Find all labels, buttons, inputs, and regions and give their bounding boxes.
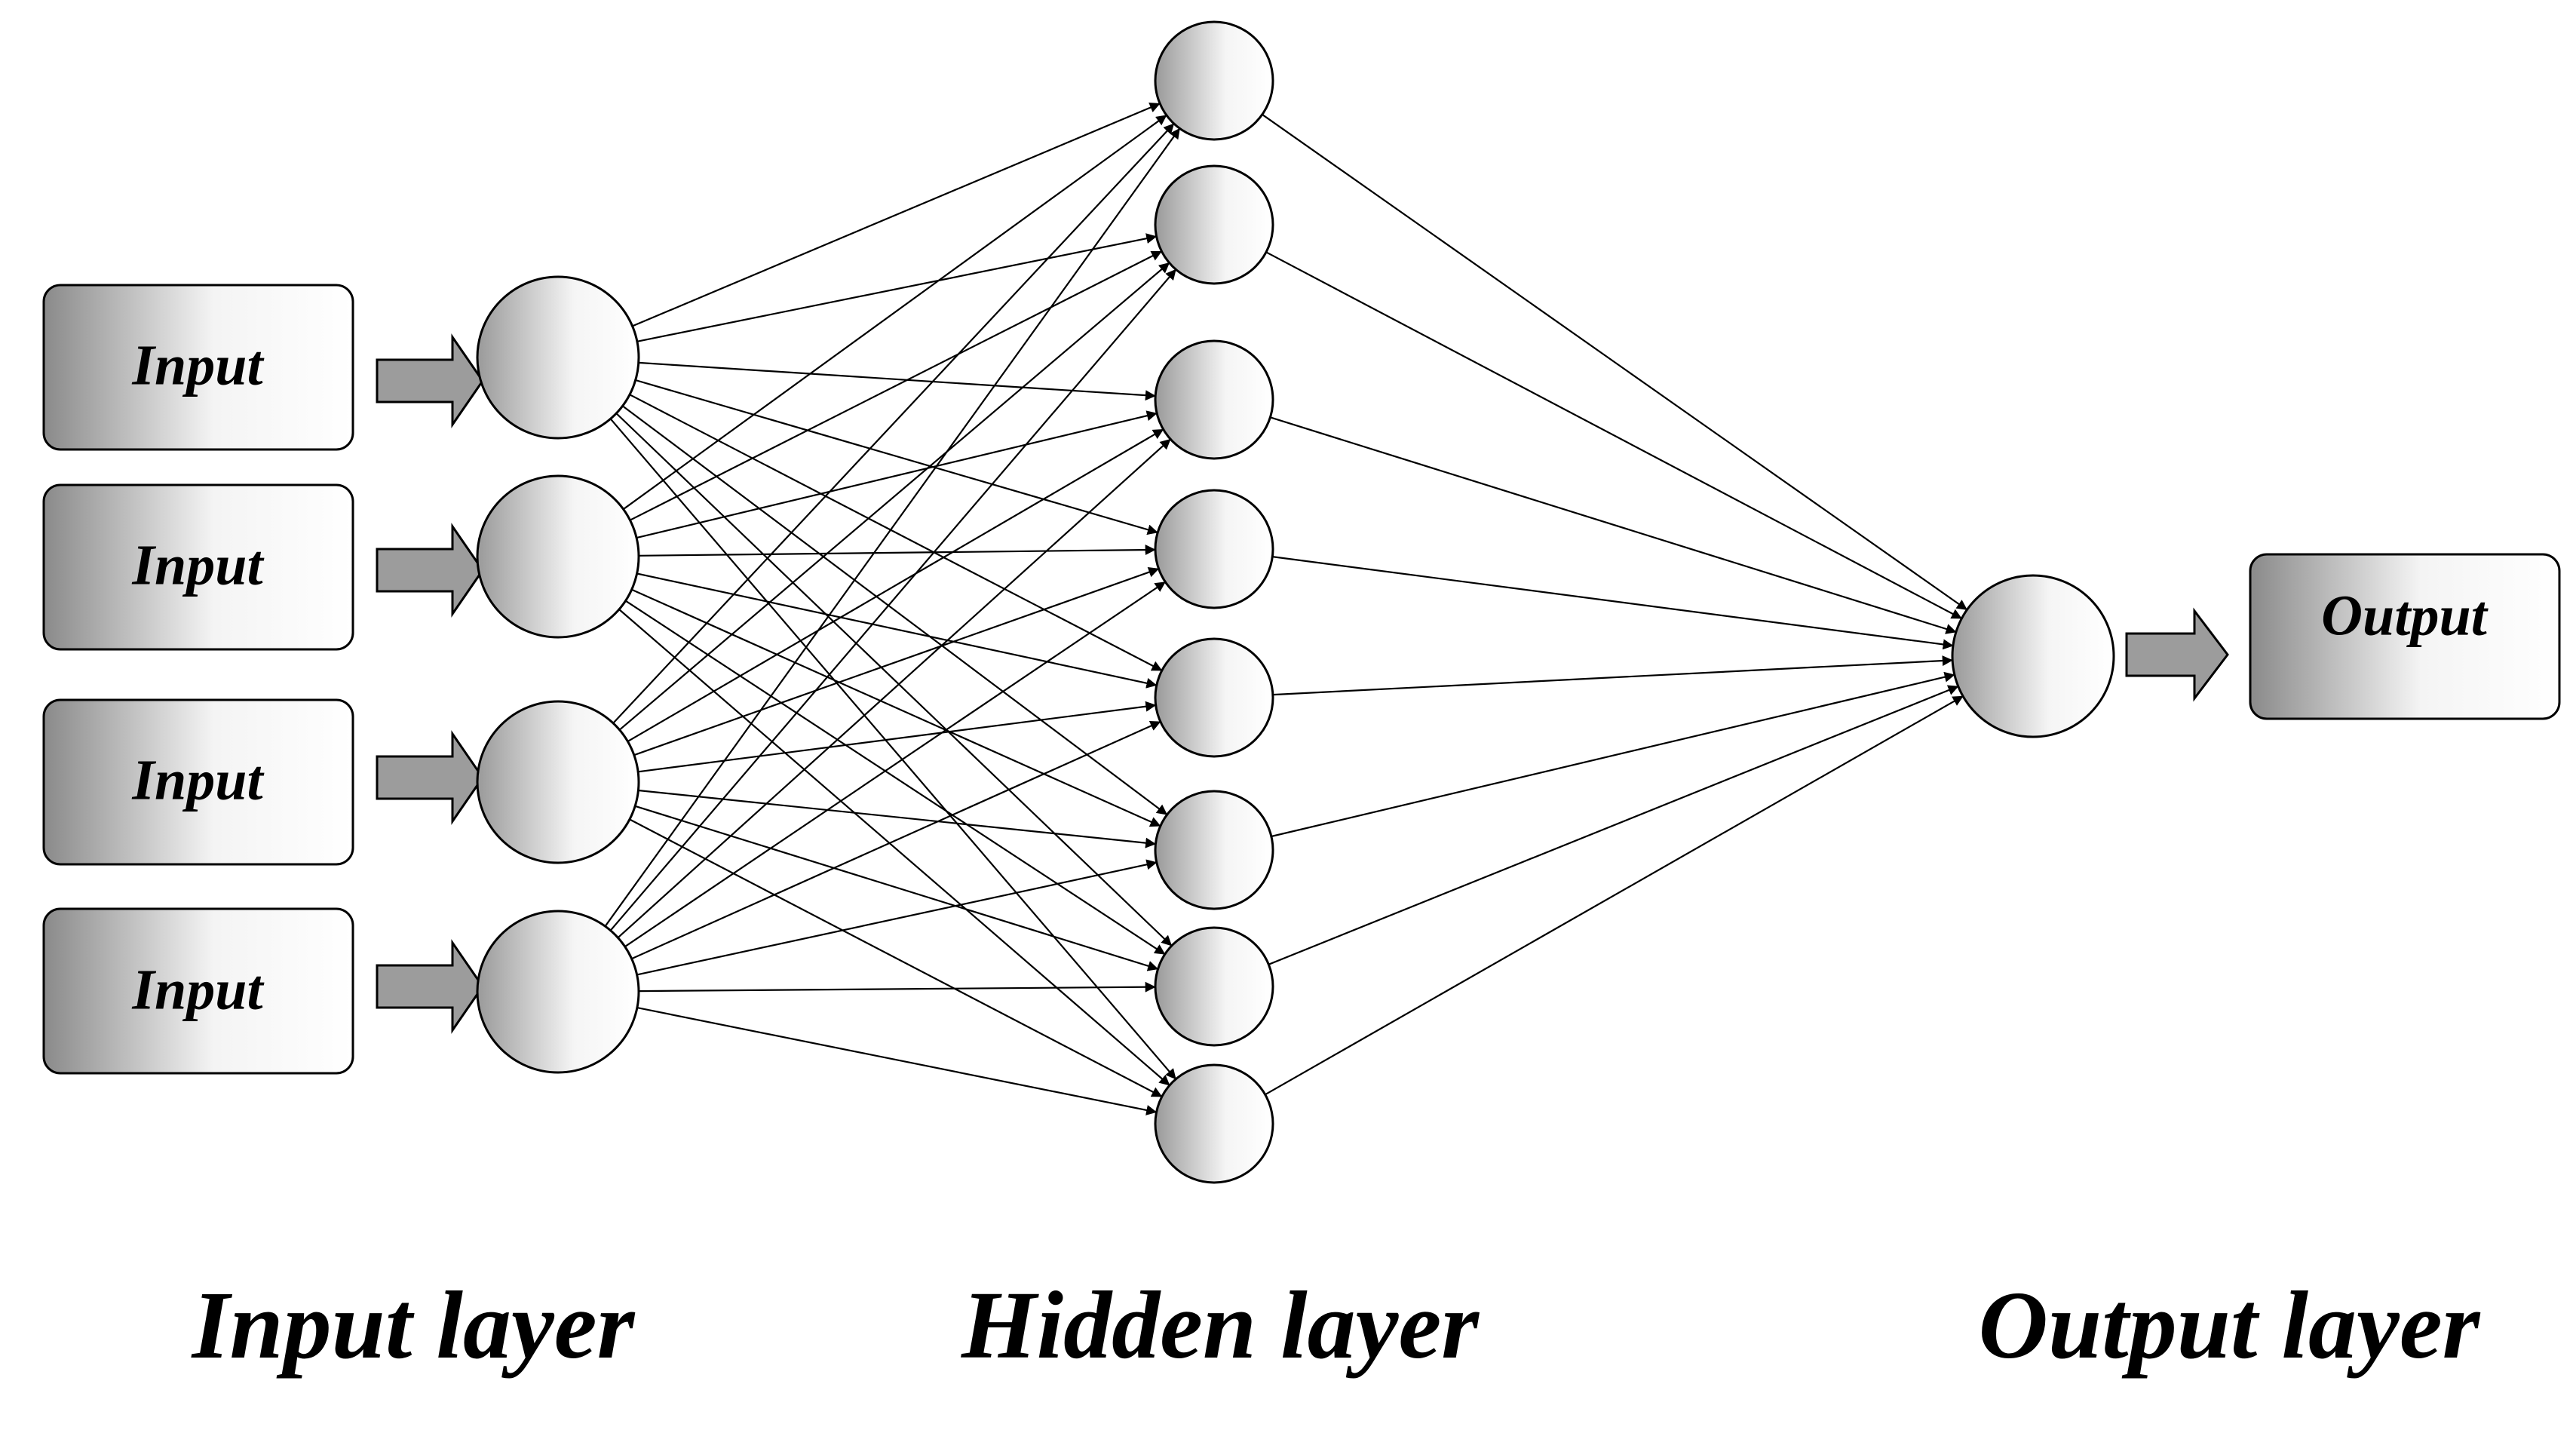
connection-line [638,545,1156,557]
hidden-neuron [1154,1063,1274,1184]
connection-line [622,114,1167,511]
block-arrow [376,730,484,825]
connection-line [636,859,1158,976]
connection-line [638,361,1156,401]
input-box: Input [42,907,354,1075]
block-arrow [376,523,484,618]
connection-line [609,268,1177,931]
connection-line [627,428,1164,743]
output-box-label: Output [2321,584,2489,647]
hidden-layer-label: Hidden layer [961,1272,1480,1379]
output-layer-label: Output layer [1979,1272,2481,1379]
input-box-label: Input [131,748,265,812]
connection-line [618,262,1170,731]
connection-line [631,720,1161,960]
block-arrow [376,939,484,1034]
input-neuron [476,700,640,864]
connection-line [636,572,1158,689]
connection-line [604,127,1181,927]
hidden-neuron [1154,489,1274,609]
connection-line [632,103,1161,327]
output-box: Output [2249,553,2561,720]
connection-line [1268,685,1959,965]
connection-line [624,581,1166,948]
connection-line [1272,556,1954,650]
connection-line [638,789,1157,848]
connection-line [1262,113,1968,611]
input-hidden-connections [604,103,1181,1115]
connection-line [621,405,1168,816]
connection-line [615,413,1173,947]
connection-line [636,1007,1158,1115]
connection-line [609,418,1177,1080]
hidden-neuron [1154,164,1274,285]
input-box-label: Input [131,533,265,597]
hidden-neuron [1154,20,1274,141]
input-box-label: Input [131,958,265,1021]
connection-line [1265,251,1962,620]
hidden-neuron [1154,637,1274,758]
connection-line [636,233,1158,342]
input-neuron [476,275,640,440]
connection-line [1272,655,1953,696]
input-neuron [476,910,640,1074]
hidden-neuron [1154,926,1274,1047]
input-layer-label: Input layer [191,1272,636,1379]
hidden-output-connections [1262,113,1968,1096]
input-neuron [476,474,640,639]
connection-line [1265,695,1964,1096]
connection-line [1271,671,1955,838]
connection-line [635,379,1158,535]
connection-line [618,609,1170,1086]
input-box: Input [42,284,354,451]
connection-line [630,250,1163,521]
connection-line [633,566,1160,756]
connection-line [629,818,1163,1097]
connection-line [624,600,1166,956]
connection-line [612,123,1175,724]
connection-line [638,981,1156,993]
connection-line [631,588,1161,827]
input-box: Input [42,698,354,866]
connection-line [636,410,1158,539]
input-box: Input [42,483,354,651]
connection-line [634,805,1159,971]
connection-line [637,701,1157,773]
hidden-neuron [1154,339,1274,460]
connection-line [1270,416,1957,634]
input-box-label: Input [131,333,265,397]
block-arrow [2125,607,2229,702]
connection-line [617,438,1171,939]
hidden-neuron [1154,790,1274,910]
block-arrow [376,333,484,428]
output-neuron [1951,574,2115,738]
